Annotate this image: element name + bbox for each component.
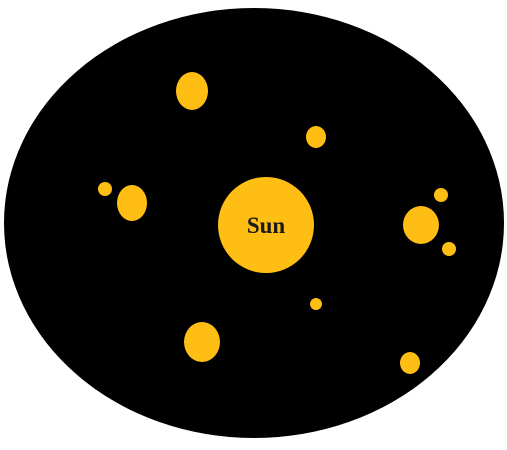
body-left-tiny — [98, 182, 112, 196]
body-top-small — [306, 126, 326, 148]
body-right-satellite-bottom — [442, 242, 456, 256]
body-left-medium — [117, 185, 147, 221]
body-top-left-large — [176, 72, 208, 110]
body-right-satellite-top — [434, 188, 448, 202]
sun-label: Sun — [247, 213, 286, 238]
body-right-large — [403, 206, 439, 244]
body-bottom-right-small — [400, 352, 420, 374]
body-center-small — [310, 298, 322, 310]
body-bottom-left-large — [184, 322, 220, 362]
